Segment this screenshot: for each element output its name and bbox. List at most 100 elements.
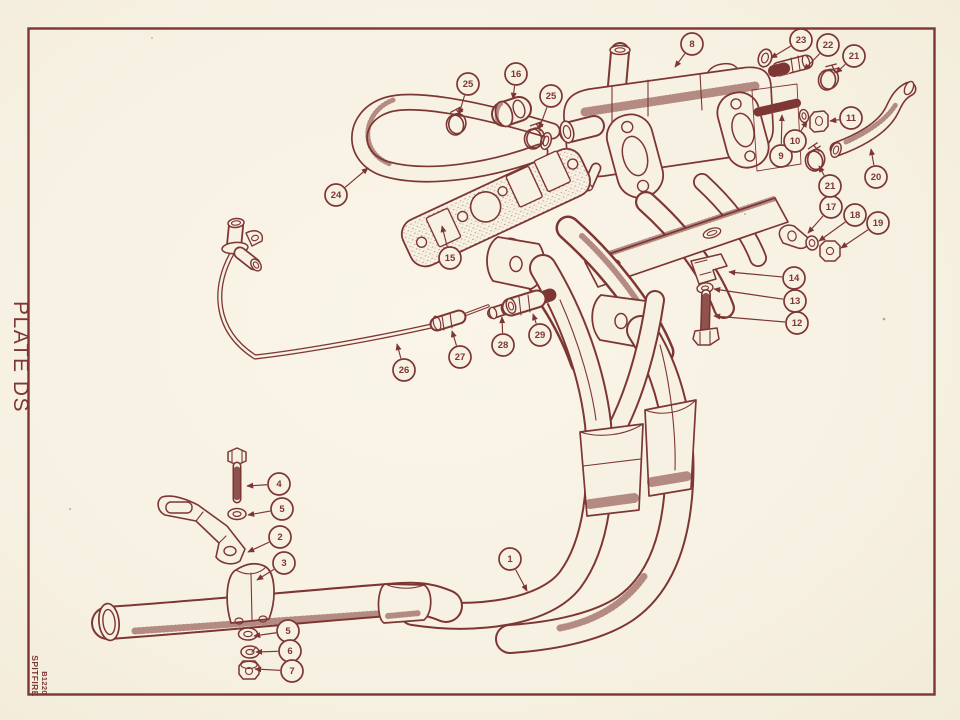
callout-number: 13 — [790, 296, 801, 307]
callout-3: 3 — [256, 551, 296, 581]
callout-number: 17 — [826, 202, 837, 213]
callout-circle — [272, 551, 296, 575]
callout-number: 27 — [455, 352, 466, 363]
callout-circle — [392, 358, 416, 382]
callout-14: 14 — [728, 266, 806, 290]
callout-7: 7 — [254, 659, 304, 683]
callout-circle — [528, 323, 552, 347]
callout-number: 21 — [849, 51, 860, 62]
callout-leader — [840, 229, 869, 249]
callout-circle — [324, 183, 348, 207]
part-hose-clip-21b — [800, 140, 831, 175]
callout-leader — [770, 45, 792, 59]
callout-leader — [440, 225, 448, 247]
callout-circle — [816, 33, 840, 57]
callout-leader — [835, 63, 846, 74]
callout-26: 26 — [392, 343, 416, 382]
callout-leader — [255, 648, 279, 655]
callout-number: 22 — [823, 40, 834, 51]
callout-number: 25 — [546, 91, 557, 102]
callout-number: 14 — [789, 273, 800, 284]
callout-number: 1 — [507, 554, 513, 565]
callout-number: 2 — [277, 532, 282, 543]
callout-circle — [839, 106, 863, 130]
callout-circle — [268, 525, 292, 549]
callout-25: 25 — [456, 72, 480, 115]
callout-leader — [515, 569, 528, 592]
callout-number: 16 — [511, 69, 522, 80]
callout-23: 23 — [770, 28, 813, 59]
callout-leader — [247, 541, 270, 553]
part-mounting-bracket — [157, 495, 246, 565]
callout-leader — [829, 117, 840, 124]
callout-circle — [680, 32, 704, 56]
callout-leader — [253, 632, 277, 639]
callout-number: 23 — [796, 35, 807, 46]
callout-19: 19 — [840, 211, 890, 249]
callout-25: 25 — [538, 84, 563, 130]
callout-circle — [448, 345, 472, 369]
part-manifold-gasket — [400, 147, 591, 268]
callout-number: 5 — [279, 504, 285, 515]
callout-leader — [818, 221, 846, 242]
callout-circle — [842, 44, 866, 68]
callout-leader — [869, 148, 876, 166]
callout-5: 5 — [247, 497, 294, 521]
callout-leader — [713, 313, 786, 323]
part-clamp-plate-bolt — [690, 253, 728, 346]
callout-1: 1 — [498, 547, 528, 592]
callout-leader — [344, 167, 369, 188]
callout-leader — [457, 95, 466, 115]
callout-number: 28 — [498, 340, 509, 351]
callout-number: 19 — [873, 218, 884, 229]
callout-circle — [491, 333, 515, 357]
part-tab-washer-nut — [778, 224, 841, 262]
part-stud-kit — [751, 83, 829, 172]
callout-number: 21 — [825, 181, 836, 192]
part-pipe-washers-nut — [237, 627, 260, 680]
callout-8: 8 — [674, 32, 704, 68]
callout-number: 20 — [871, 172, 882, 183]
footer-model-label: SPITFIRE — [30, 655, 40, 696]
callout-circle — [498, 547, 522, 571]
callout-circle — [864, 165, 888, 189]
callout-21: 21 — [835, 44, 866, 74]
part-bracket-bolt-washer — [227, 447, 247, 521]
callout-circle — [456, 72, 480, 96]
callout-number: 7 — [289, 666, 294, 677]
callout-number: 10 — [790, 136, 801, 147]
callout-circle — [866, 211, 890, 235]
part-water-hose-u — [351, 93, 561, 183]
callout-18: 18 — [818, 203, 867, 242]
callout-circle — [539, 84, 563, 108]
callout-22: 22 — [803, 33, 840, 71]
callout-leader — [807, 215, 824, 234]
callout-leader — [728, 269, 783, 278]
callout-21: 21 — [818, 165, 842, 198]
plate-label: PLATE DS — [9, 301, 32, 413]
callout-number: 15 — [445, 253, 456, 264]
callout-circle — [843, 203, 867, 227]
callout-number: 25 — [463, 79, 474, 90]
callout-20: 20 — [864, 148, 888, 189]
callout-15: 15 — [438, 225, 462, 270]
callout-2: 2 — [247, 525, 292, 553]
callout-leader — [803, 53, 821, 71]
callout-number: 29 — [535, 330, 546, 341]
callout-leader — [800, 120, 808, 132]
callout-leader — [499, 316, 506, 334]
callout-circle — [782, 266, 806, 290]
callout-leader — [450, 330, 458, 346]
callout-29: 29 — [528, 313, 552, 347]
callout-10: 10 — [783, 120, 808, 153]
callout-11: 11 — [829, 106, 863, 130]
callout-layer: 1234556789101112131415161718192021212223… — [246, 28, 890, 683]
footer-code-label: B1220 — [40, 671, 49, 695]
part-coupling-sleeve — [491, 96, 532, 128]
callout-number: 12 — [792, 318, 803, 329]
callout-leader — [674, 53, 686, 68]
part-heater-hose-elbow — [829, 80, 917, 158]
callout-circle — [783, 289, 807, 313]
callout-leader — [778, 114, 785, 145]
callout-circle — [280, 659, 304, 683]
